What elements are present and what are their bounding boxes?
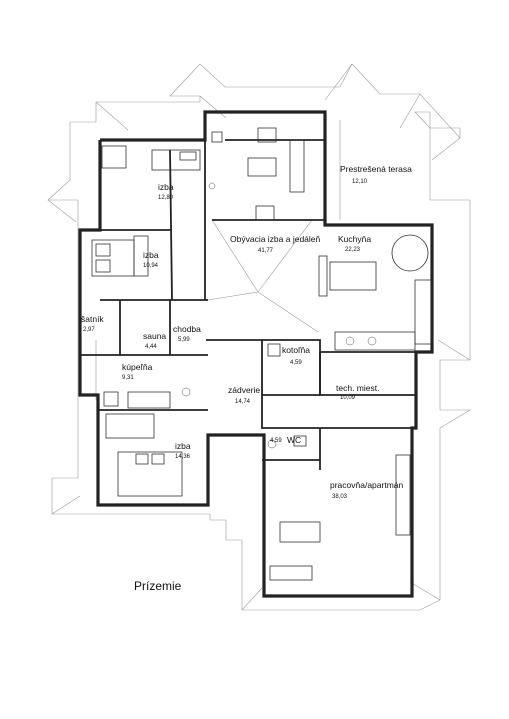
- room-area: 10,94: [143, 263, 159, 269]
- room-name: Obývacia izba a jedáleň: [230, 234, 321, 244]
- room-name: tech. miest.: [336, 383, 379, 393]
- room-area: 38,03: [332, 494, 348, 500]
- room-area: 4,59: [270, 438, 282, 444]
- room-name: WC: [287, 435, 301, 445]
- room-name: kotoľňa: [282, 345, 310, 355]
- room-name: šatník: [81, 314, 104, 324]
- room-name: kúpeľňa: [122, 362, 153, 372]
- room-area: 4,59: [290, 360, 302, 366]
- room-area: 10,09: [340, 395, 356, 401]
- room-area: 4,44: [145, 344, 157, 350]
- room-labels: izba 12,80 Prestrešená terasa 12,10 Obýv…: [81, 164, 412, 500]
- roof-outline: [47, 63, 472, 611]
- room-area: 14,74: [235, 399, 251, 405]
- room-name: Kuchyňa: [338, 234, 371, 244]
- room-name: chodba: [173, 324, 201, 334]
- room-area: 12,80: [158, 195, 174, 201]
- room-area: 41,77: [258, 248, 274, 254]
- furniture: [91, 127, 432, 581]
- exterior-walls: [78, 110, 434, 598]
- room-name: izba: [175, 441, 191, 451]
- room-name: izba: [158, 182, 174, 192]
- room-area: 5,99: [178, 337, 190, 343]
- room-area: 9,31: [122, 375, 134, 381]
- room-name: sauna: [143, 331, 166, 341]
- room-name: Prestrešená terasa: [340, 164, 412, 174]
- room-area: 14,36: [175, 454, 191, 460]
- room-name: zádverie: [228, 385, 260, 395]
- plan-title: Prízemie: [134, 579, 182, 593]
- room-area: 12,10: [352, 179, 368, 185]
- room-area: 22,23: [345, 247, 361, 253]
- room-name: izba: [143, 250, 159, 260]
- room-area: 2,97: [83, 327, 95, 333]
- room-name: pracovňa/apartmán: [330, 480, 404, 490]
